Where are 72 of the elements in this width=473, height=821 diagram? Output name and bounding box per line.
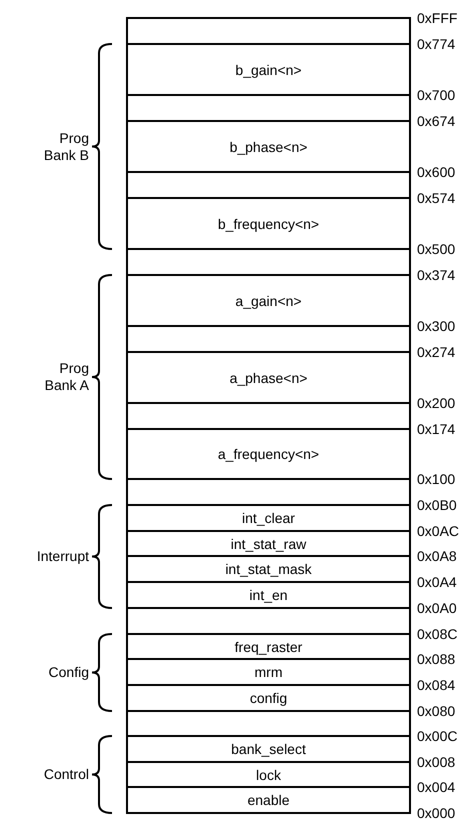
memory-row (126, 94, 411, 122)
address-label: 0x084 (417, 678, 456, 692)
register-row (126, 504, 411, 532)
register-row (126, 351, 411, 404)
register-row (126, 735, 411, 763)
address-label: 0x004 (417, 780, 456, 794)
register-row (126, 43, 411, 96)
register-row (126, 761, 411, 788)
address-label: 0x08C (417, 627, 458, 641)
address-label: 0x200 (417, 396, 456, 410)
register-name: b_frequency<n> (218, 216, 320, 230)
register-row (126, 555, 411, 583)
address-label: 0x300 (417, 319, 456, 333)
address-label: 0x0AC (417, 524, 460, 538)
address-label: 0x100 (417, 472, 456, 486)
register-name: enable (247, 793, 290, 807)
address-label: 0x0A8 (417, 549, 457, 563)
address-label: 0x000 (417, 806, 456, 820)
register-name: config (250, 691, 288, 705)
address-label: 0x600 (417, 165, 456, 179)
memory-row (126, 607, 411, 635)
address-label: 0x700 (417, 88, 456, 102)
address-label: 0x574 (417, 191, 456, 205)
address-label: 0xFFF (417, 11, 458, 25)
memory-row (126, 325, 411, 353)
address-label: 0x674 (417, 114, 456, 128)
register-name: int_stat_mask (225, 562, 312, 576)
register-row (126, 684, 411, 712)
address-label: 0x080 (417, 704, 456, 718)
address-label: 0x774 (417, 37, 456, 51)
address-label: 0x0B0 (417, 498, 457, 512)
address-label: 0x274 (417, 345, 456, 359)
group-label: Prog Bank A (44, 360, 89, 394)
register-name: int_clear (242, 511, 295, 525)
register-name: int_en (249, 588, 288, 602)
group-label: Control (42, 765, 89, 784)
register-row (126, 530, 411, 557)
memory-row (126, 171, 411, 199)
register-name: b_gain<n> (235, 62, 302, 76)
address-label: 0x0A0 (417, 601, 457, 615)
register-row (126, 786, 411, 814)
memory-row (126, 17, 411, 45)
register-name: lock (256, 768, 281, 782)
address-label: 0x00C (417, 729, 458, 743)
address-label: 0x088 (417, 652, 456, 666)
register-name: freq_raster (234, 640, 302, 654)
register-row (126, 197, 411, 250)
register-row (126, 120, 411, 173)
register-name: a_frequency<n> (218, 447, 320, 461)
memory-row (126, 248, 411, 276)
address-label: 0x374 (417, 268, 456, 282)
register-row (126, 274, 411, 327)
group-label: Prog Bank B (42, 130, 89, 164)
register-name: b_phase<n> (230, 140, 308, 154)
register-row (126, 658, 411, 686)
address-label: 0x174 (417, 422, 456, 436)
address-label: 0x008 (417, 755, 456, 769)
group-label: Config (48, 663, 89, 682)
register-name: a_gain<n> (235, 294, 302, 308)
memory-row (126, 402, 411, 430)
memory-row (126, 478, 411, 506)
address-label: 0x500 (417, 242, 456, 256)
register-name: bank_select (231, 742, 306, 756)
register-name: a_phase<n> (230, 370, 308, 384)
group-label: Interrupt (36, 547, 89, 566)
address-label: 0x0A4 (417, 575, 457, 589)
register-row (126, 581, 411, 609)
register-row (126, 633, 411, 660)
register-row (126, 428, 411, 480)
register-name: int_stat_raw (230, 536, 306, 550)
memory-row (126, 710, 411, 737)
register-name: mrm (254, 665, 282, 679)
